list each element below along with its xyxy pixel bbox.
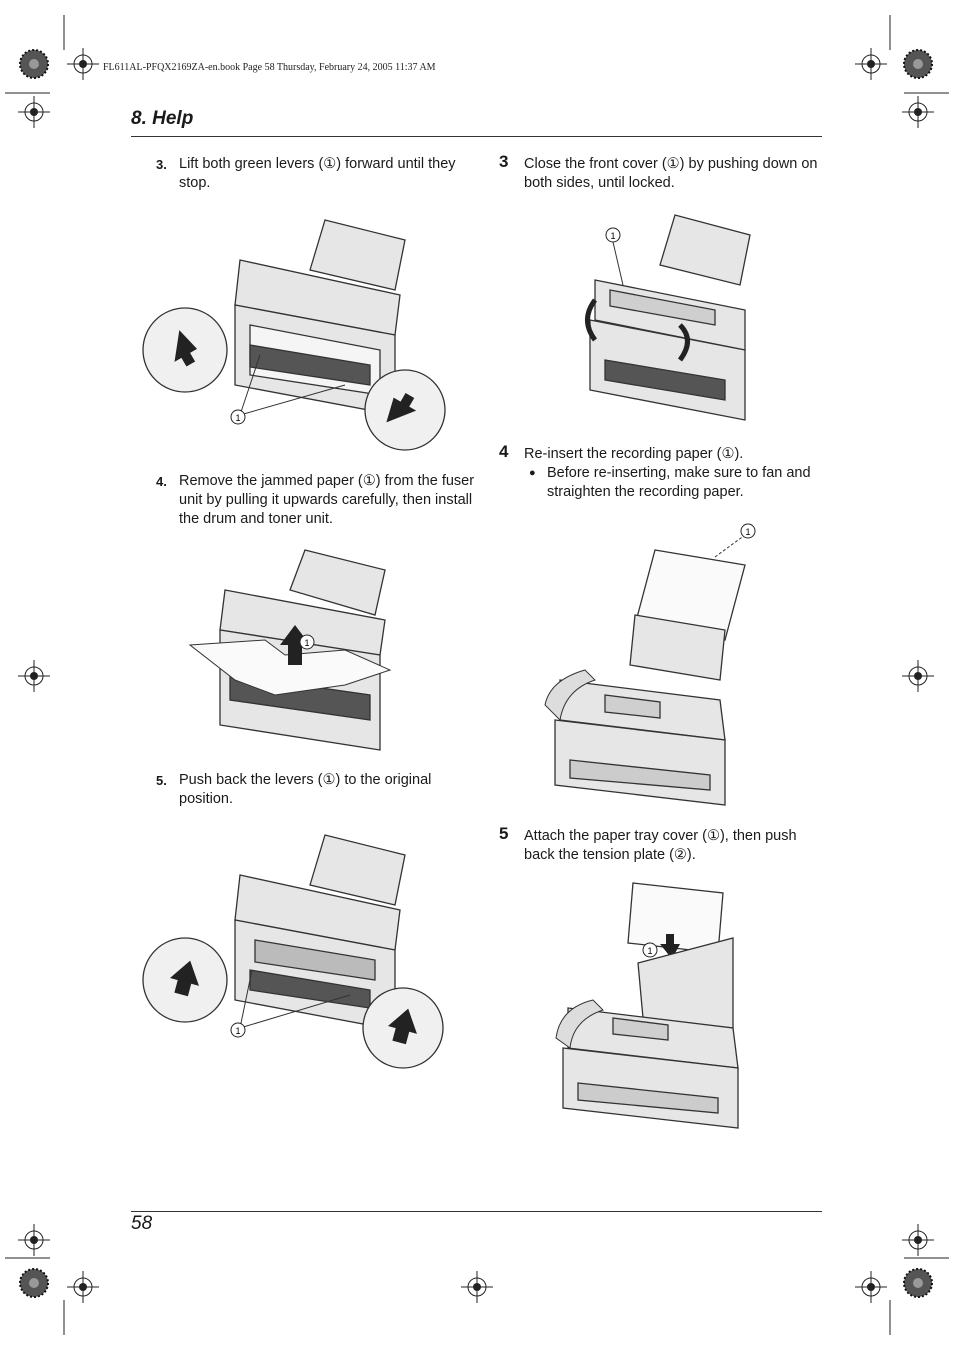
step-text: Push back the levers (①) to the original… <box>179 772 432 807</box>
callout-1: 1 <box>610 231 615 241</box>
illustration-close-front-cover: 1 <box>585 214 751 421</box>
callout-1: 1 <box>647 946 652 956</box>
step-left-5: 5. Push back the levers (①) to the origi… <box>156 771 466 811</box>
illustration-lift-levers: 1 <box>142 219 446 451</box>
step-number: 3 <box>499 152 509 171</box>
step-text: Remove the jammed paper (①) from the fus… <box>179 473 475 527</box>
step-number: 5. <box>156 773 167 788</box>
footer-rule <box>131 1211 822 1212</box>
step-left-4: 4. Remove the jammed paper (①) from the … <box>156 472 474 532</box>
page-number: 58 <box>131 1213 153 1234</box>
step-left-3: 3. Lift both green levers (①) forward un… <box>156 155 466 195</box>
illustration-attach-tray-cover: 1 2 <box>555 882 739 1129</box>
illustration-push-back-levers: 1 <box>142 834 444 1069</box>
step-number: 5 <box>499 824 509 843</box>
callout-1: 1 <box>745 527 750 537</box>
step-text: Attach the paper tray cover (①), then pu… <box>524 828 797 863</box>
header-rule <box>131 136 822 137</box>
step-number: 3. <box>156 157 167 172</box>
step-right-5: 5 Attach the paper tray cover (①), then … <box>499 824 829 867</box>
step-text: Lift both green levers (①) forward until… <box>179 156 456 191</box>
step-right-3: 3 Close the front cover (①) by pushing d… <box>499 152 829 195</box>
bullet-text: Before re-inserting, make sure to fan an… <box>547 465 811 500</box>
illustration-reinsert-paper: 1 <box>544 523 756 806</box>
step-number: 4 <box>499 442 509 461</box>
step-number: 4. <box>156 474 167 489</box>
illustration-remove-jammed-paper: 1 <box>188 549 392 751</box>
step-right-4-bullet: ● Before re-inserting, make sure to fan … <box>529 464 829 504</box>
section-title: 8. Help <box>131 108 194 129</box>
callout-1: 1 <box>304 638 309 648</box>
step-right-4: 4 Re-insert the recording paper (①). <box>499 442 829 469</box>
callout-1: 1 <box>235 413 240 423</box>
step-text: Close the front cover (①) by pushing dow… <box>524 156 818 191</box>
step-text: Re-insert the recording paper (①). <box>524 446 744 462</box>
book-slug: FL611AL-PFQX2169ZA-en.book Page 58 Thurs… <box>103 62 436 73</box>
callout-1: 1 <box>235 1026 240 1036</box>
